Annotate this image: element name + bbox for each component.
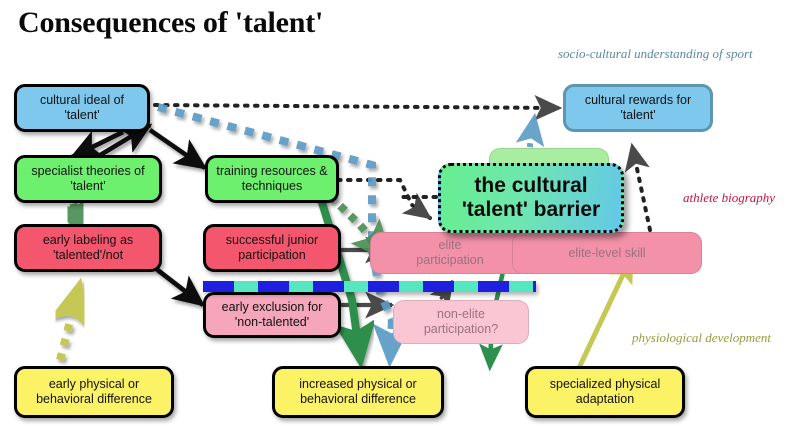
- node-specialist-theories[interactable]: specialist theories of 'talent': [14, 155, 162, 203]
- node-training-resources-line1: training resources &: [216, 164, 328, 179]
- dotted-nonelite-to-band: [429, 280, 454, 314]
- dotted-ideal-to-rewards: [153, 95, 563, 121]
- solid-olive-specialized-to-skill: [575, 252, 634, 372]
- arrow-ideal-to-training: [148, 128, 208, 170]
- node-successful-junior-line2: participation: [238, 248, 306, 262]
- dotted-training-to-barrier: [336, 178, 432, 220]
- dashed-olive-early-physical-to-labeling: [49, 277, 90, 361]
- central-talent-barrier[interactable]: the cultural 'talent' barrier: [438, 163, 624, 233]
- node-elite-participation-line1: elite: [438, 238, 462, 253]
- node-cultural-rewards-line2: 'talent': [620, 108, 656, 122]
- node-cultural-rewards-line1: cultural rewards for: [584, 93, 692, 108]
- node-increased-physical-line2: behavioral difference: [300, 392, 416, 406]
- node-cultural-ideal-line2: 'talent': [64, 108, 100, 122]
- arrow-ideal-to-specialist: [69, 129, 125, 160]
- node-successful-junior[interactable]: successful junior participation: [203, 224, 341, 272]
- node-elite-level-skill-label: elite-level skill: [568, 245, 646, 260]
- node-early-physical-line2: behavioral difference: [36, 392, 152, 406]
- node-cultural-rewards[interactable]: cultural rewards for 'talent': [563, 84, 713, 132]
- barrier-line1: the cultural: [474, 174, 588, 198]
- node-elite-participation-line2: participation: [416, 253, 484, 267]
- axis-label-athlete-biography: athlete biography: [683, 190, 776, 205]
- node-early-labeling-line2: 'talented'/not: [52, 248, 124, 262]
- node-specialized-adaptation-line1: specialized physical: [549, 377, 661, 392]
- node-non-elite-participation: non-elite participation?: [393, 300, 529, 344]
- node-specialist-theories-line2: 'talent': [70, 179, 106, 193]
- node-successful-junior-line1: successful junior: [225, 233, 319, 248]
- node-elite-participation: elite participation: [370, 232, 530, 274]
- node-cultural-ideal[interactable]: cultural ideal of 'talent': [14, 84, 150, 132]
- dashed-blue-to-increased-physical: [372, 319, 411, 368]
- node-specialized-adaptation[interactable]: specialized physical adaptation: [525, 366, 685, 418]
- node-non-elite-participation-line2: participation?: [423, 322, 499, 336]
- node-early-exclusion-line2: 'non-talented': [234, 315, 310, 329]
- node-early-physical-line1: early physical or: [48, 377, 140, 392]
- node-elite-level-skill: elite-level skill: [512, 232, 702, 274]
- talent-barrier-band: [203, 281, 536, 292]
- dotted-skill-to-rewards: [624, 142, 652, 232]
- page-title: Consequences of 'talent': [18, 6, 324, 39]
- node-increased-physical[interactable]: increased physical or behavioral differe…: [272, 366, 444, 418]
- node-specialist-theories-line1: specialist theories of: [31, 164, 145, 179]
- node-training-resources[interactable]: training resources & techniques: [205, 155, 339, 203]
- arrow-labeling-to-exclusion: [153, 266, 206, 307]
- node-training-resources-line2: techniques: [241, 179, 303, 193]
- node-early-labeling-line1: early labeling as: [42, 233, 134, 248]
- node-early-labeling[interactable]: early labeling as 'talented'/not: [14, 224, 162, 272]
- node-early-physical[interactable]: early physical or behavioral difference: [14, 366, 174, 418]
- node-early-exclusion-line1: early exclusion for: [221, 300, 323, 315]
- node-early-exclusion[interactable]: early exclusion for 'non-talented': [203, 292, 341, 338]
- node-non-elite-participation-line1: non-elite: [437, 307, 485, 322]
- node-specialized-adaptation-line2: adaptation: [575, 392, 635, 406]
- node-cultural-ideal-line1: cultural ideal of: [39, 93, 125, 108]
- axis-label-physiological-development: physiological development: [632, 330, 771, 345]
- axis-label-socio-cultural: socio-cultural understanding of sport: [558, 46, 753, 61]
- barrier-line2: 'talent' barrier: [461, 198, 601, 221]
- node-increased-physical-line1: increased physical or: [299, 377, 417, 392]
